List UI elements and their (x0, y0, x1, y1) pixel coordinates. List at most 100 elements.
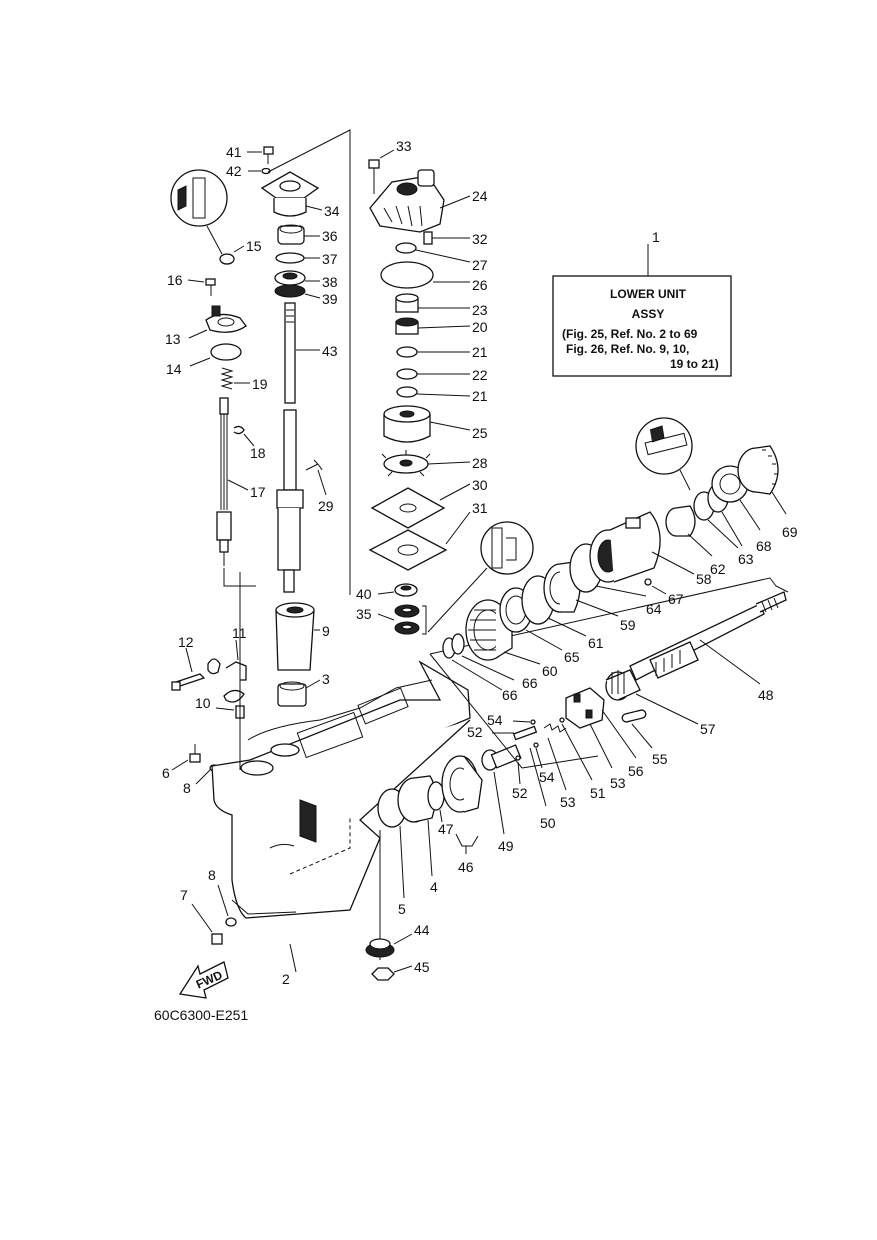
callout-13: 13 (165, 331, 181, 347)
callout-53b: 53 (610, 775, 626, 791)
callout-51: 51 (590, 785, 606, 801)
part-36-bearing (277, 224, 305, 245)
part-55-cross-pin (621, 709, 647, 723)
callout-65: 65 (564, 649, 580, 665)
callout-8: 8 (183, 780, 191, 796)
part-17-shift-rod (216, 397, 232, 566)
callout-46: 46 (458, 859, 474, 875)
callout-59: 59 (620, 617, 636, 633)
callout-20: 20 (472, 319, 488, 335)
part-69-ring-nut (737, 445, 779, 495)
part-21-washer-lower (396, 386, 418, 398)
part-45-nut (371, 967, 395, 981)
part-12-anode-screw (171, 673, 206, 691)
callout-66: 66 (502, 687, 518, 703)
assembly-title-line2: ASSY (632, 307, 665, 321)
grease-point-icon (170, 169, 228, 255)
callout-26: 26 (472, 277, 488, 293)
callout-68: 68 (756, 538, 772, 554)
callout-60: 60 (542, 663, 558, 679)
callout-8b: 8 (208, 867, 216, 883)
callout-48: 48 (758, 687, 774, 703)
part-2-lower-case (211, 568, 471, 919)
callout-28: 28 (472, 455, 488, 471)
callout-23: 23 (472, 302, 488, 318)
callout-45: 45 (414, 959, 430, 975)
assembly-note-line2: Fig. 26, Ref. No. 9, 10, (566, 342, 689, 356)
callout-14: 14 (166, 361, 182, 377)
callout-50: 50 (540, 815, 556, 831)
part-58-bearing-housing (589, 511, 661, 583)
callout-54: 54 (487, 712, 503, 728)
callout-36: 36 (322, 228, 338, 244)
part-24-pump-housing (369, 169, 445, 233)
callout-33: 33 (396, 138, 412, 154)
part-39-seal (274, 284, 306, 298)
group-boundary-line (267, 129, 351, 595)
callout-52b: 52 (512, 785, 528, 801)
callout-2: 2 (282, 971, 290, 987)
part-30-outer-plate (370, 487, 446, 529)
callout-25: 25 (472, 425, 488, 441)
callout-35: 35 (356, 606, 372, 622)
callout-61: 61 (588, 635, 604, 651)
part-35-oil-seals (394, 604, 427, 635)
part-11-bracket (207, 658, 247, 703)
part-41-bolt (263, 146, 274, 164)
callout-15: 15 (246, 238, 262, 254)
callout-9: 9 (322, 623, 330, 639)
callout-10: 10 (195, 695, 211, 711)
callout-24: 24 (472, 188, 488, 204)
part-8-washer-lower (225, 917, 237, 927)
part-13-bracket (205, 305, 247, 333)
part-34-housing (260, 171, 320, 217)
part-38-seal (274, 270, 306, 286)
assembly-note-line3: 19 to 21) (670, 357, 719, 371)
part-3-bearing (277, 681, 307, 707)
callout-55: 55 (652, 751, 668, 767)
part-51-ball (559, 717, 565, 723)
callout-44: 44 (414, 922, 430, 938)
assembly-info-box: 1 LOWER UNIT ASSY (Fig. 25, Ref. No. 2 t… (552, 229, 732, 377)
callout-53: 53 (560, 794, 576, 810)
part-37-washer (275, 252, 305, 264)
callout-54b: 54 (539, 769, 555, 785)
callout-56: 56 (628, 763, 644, 779)
callout-41: 41 (226, 144, 242, 160)
diagram-code: 60C6300-E251 (154, 1007, 248, 1023)
callout-16: 16 (167, 272, 183, 288)
part-54-ball-lower (533, 742, 539, 748)
callout-31: 31 (472, 500, 488, 516)
part-43-drive-shaft (276, 302, 304, 593)
callout-49: 49 (498, 838, 514, 854)
callout-17: 17 (250, 484, 266, 500)
part-54-ball (530, 719, 536, 725)
callout-37: 37 (322, 251, 338, 267)
part-21-washer (396, 346, 418, 358)
part-23-insert (395, 293, 419, 313)
callout-38: 38 (322, 274, 338, 290)
part-44-pinion (365, 938, 395, 958)
part-22-wave-washer (396, 368, 418, 380)
grease-point-icon-seals (427, 521, 534, 633)
callout-34: 34 (324, 203, 340, 219)
callout-6: 6 (162, 765, 170, 781)
callout-12: 12 (178, 634, 194, 650)
callout-4: 4 (430, 879, 438, 895)
part-9-sleeve (275, 602, 315, 671)
callout-39: 39 (322, 291, 338, 307)
part-67-pin (644, 578, 652, 586)
part-16-screw (205, 278, 216, 296)
callout-29: 29 (318, 498, 334, 514)
callout-63: 63 (738, 551, 754, 567)
callout-52: 52 (467, 724, 483, 740)
fwd-direction-arrow: FWD (178, 961, 229, 999)
callout-40: 40 (356, 586, 372, 602)
callout-47: 47 (438, 821, 454, 837)
callout-18: 18 (250, 445, 266, 461)
callout-21b: 21 (472, 388, 488, 404)
part-53-spring (543, 723, 567, 733)
part-42-washer (261, 167, 271, 175)
assembly-note-line1: (Fig. 25, Ref. No. 2 to 69 (562, 327, 698, 341)
